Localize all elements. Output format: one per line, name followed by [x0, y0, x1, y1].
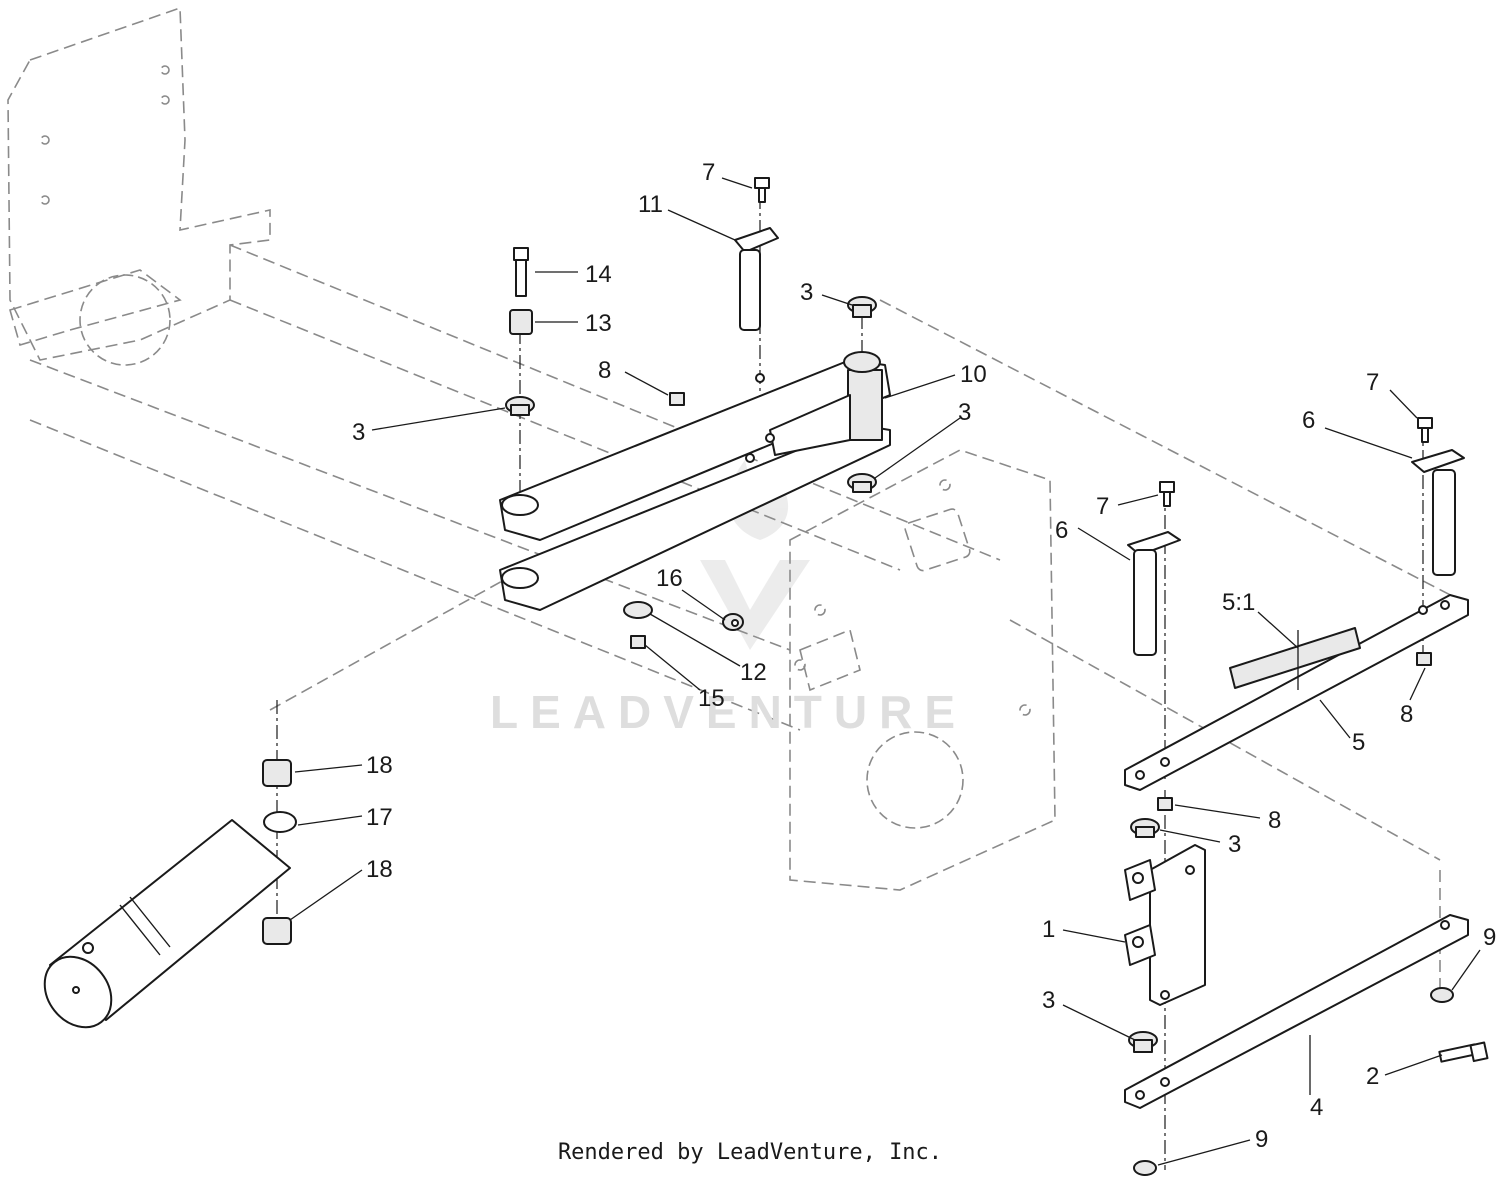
- callout-3: 3: [958, 399, 971, 426]
- spacer-13: [509, 309, 533, 335]
- screw-7c: [1417, 417, 1433, 443]
- watermark-text: LEADVENTURE: [490, 686, 967, 738]
- e-clip-9a: [1430, 987, 1454, 1003]
- callout-16: 16: [656, 565, 683, 592]
- screw-7a: [754, 177, 770, 203]
- bolt-2: [1438, 1041, 1489, 1063]
- callout-15: 15: [698, 685, 725, 712]
- cylinder-17: [43, 811, 297, 1029]
- flange-bushing-3c: [847, 473, 877, 493]
- washer-12: [623, 601, 653, 619]
- bracket-1: [1124, 844, 1206, 1006]
- callout-12: 12: [740, 659, 767, 686]
- callout-13: 13: [585, 310, 612, 337]
- callout-4: 4: [1310, 1094, 1323, 1121]
- pivot-pin-6a: [1127, 531, 1181, 656]
- bushing-18b: [262, 917, 292, 945]
- callout-7: 7: [1096, 493, 1109, 520]
- callout-5: 5: [1352, 729, 1365, 756]
- callout-9: 9: [1483, 924, 1496, 951]
- callout-1: 1: [1042, 916, 1055, 943]
- callout-8: 8: [1268, 807, 1281, 834]
- link-4: [1124, 914, 1469, 1109]
- e-clip-9b: [1133, 1160, 1157, 1176]
- flange-bushing-3e: [1128, 1031, 1158, 1053]
- frame-phantom: [7, 6, 1461, 1000]
- flange-bushing-3b: [847, 296, 877, 318]
- pivot-pin-11: [734, 227, 779, 331]
- callout-3: 3: [800, 279, 813, 306]
- callout-7: 7: [1366, 369, 1379, 396]
- callout-17: 17: [366, 804, 393, 831]
- footer-credit: Rendered by LeadVenture, Inc.: [557, 1140, 943, 1165]
- callouts: 7 11 14 13 3 8 3 10 3 7 6 7 6 5:1 5 8 16…: [352, 159, 1496, 1153]
- callout-5-1: 5:1: [1222, 589, 1255, 616]
- callout-14: 14: [585, 261, 612, 288]
- callout-2: 2: [1366, 1063, 1379, 1090]
- callout-6: 6: [1302, 407, 1315, 434]
- nut-15: [630, 635, 646, 649]
- callout-10: 10: [960, 361, 987, 388]
- pivot-pin-6b: [1411, 449, 1465, 576]
- callout-11: 11: [638, 191, 663, 218]
- nut-8c: [1157, 797, 1173, 811]
- callout-6: 6: [1055, 517, 1068, 544]
- callout-3: 3: [1042, 987, 1055, 1014]
- callout-3: 3: [352, 419, 365, 446]
- plug-16: [722, 613, 744, 631]
- screw-7b: [1159, 481, 1175, 507]
- callout-8: 8: [598, 357, 611, 384]
- callout-18: 18: [366, 752, 393, 779]
- callout-3: 3: [1228, 831, 1241, 858]
- bellcrank-arm: [499, 351, 891, 611]
- leader-lines: [289, 177, 1481, 1166]
- flange-bushing-3a: [505, 396, 535, 416]
- callout-9: 9: [1255, 1126, 1268, 1153]
- nut-8b: [1416, 652, 1432, 666]
- decal-5-1: [1229, 627, 1361, 689]
- callout-18: 18: [366, 856, 393, 883]
- flange-bushing-3d: [1130, 818, 1160, 838]
- bushing-18a: [262, 759, 292, 787]
- bolt-14: [513, 247, 529, 297]
- nut-8a: [669, 392, 685, 406]
- link-5: [1124, 594, 1469, 791]
- callout-8: 8: [1400, 701, 1413, 728]
- callout-7: 7: [702, 159, 715, 186]
